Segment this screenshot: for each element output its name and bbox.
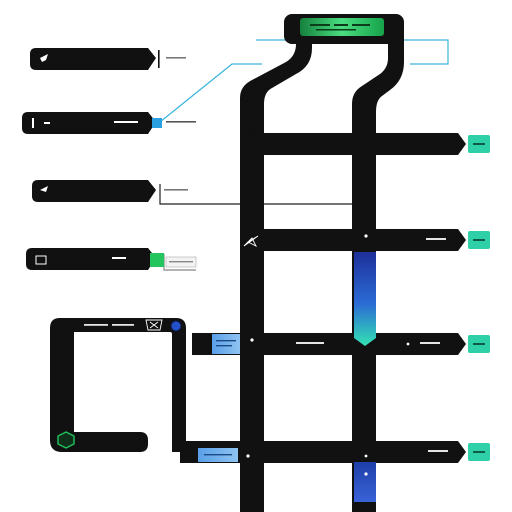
top-header-pill — [300, 18, 384, 36]
dot-icon — [364, 472, 368, 476]
lane-end-tabs — [468, 135, 490, 461]
lane-3 — [192, 333, 466, 355]
card-3[interactable] — [32, 180, 188, 202]
horizontal-lanes — [50, 133, 466, 463]
status-dot-icon — [170, 320, 182, 332]
left-cards — [22, 48, 197, 270]
card-1[interactable] — [30, 48, 186, 70]
connector-to-card2 — [159, 63, 262, 123]
hex-badge-icon — [57, 431, 75, 449]
star-icon — [244, 120, 260, 136]
connector-card3 — [159, 184, 360, 205]
rails — [240, 14, 404, 512]
dot-icon — [364, 454, 368, 458]
chevron-arrow-icon — [40, 54, 48, 62]
card-4[interactable] — [26, 248, 197, 270]
bracket-loop — [50, 318, 186, 452]
star-markers — [145, 120, 260, 331]
dot-icon — [250, 338, 254, 342]
rail-left — [240, 28, 312, 512]
connector-top-right — [390, 39, 449, 65]
lane-2 — [264, 229, 466, 251]
card-2[interactable] — [22, 112, 196, 134]
star-icon — [243, 235, 259, 248]
node-box-lane-3[interactable] — [212, 334, 240, 354]
lane-4 — [180, 441, 466, 463]
progress-segment-lower — [354, 462, 376, 502]
star-icon — [145, 319, 163, 331]
dot-icon — [246, 454, 250, 458]
dot-icon — [364, 234, 368, 238]
dot-icon — [406, 342, 410, 346]
top-header-text — [310, 24, 370, 31]
node-box-text — [204, 340, 236, 456]
chevron-arrow-icon — [40, 186, 48, 192]
progress-segment-upper — [354, 252, 376, 346]
lane-end-tab-marks — [473, 143, 485, 453]
lane-1 — [264, 133, 466, 155]
lane-dots — [246, 234, 410, 476]
lane-text-marks — [84, 238, 448, 452]
